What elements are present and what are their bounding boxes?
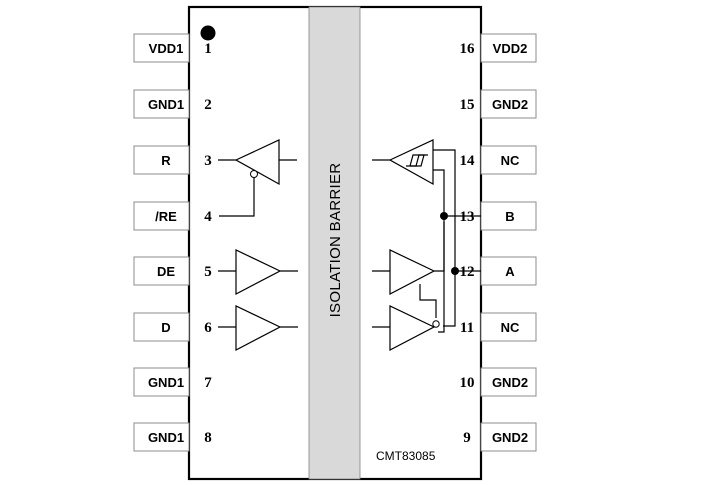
left-pin-7: GND1 7 <box>133 367 212 397</box>
pin-number: 7 <box>204 375 212 391</box>
pin-label: GND2 <box>492 97 528 112</box>
part-number: CMT83085 <box>376 449 436 463</box>
pin-box <box>133 312 190 342</box>
pin-box <box>133 145 190 175</box>
pin-number: 3 <box>204 153 212 169</box>
pin-box <box>480 33 537 63</box>
receiver-output-buffer <box>218 139 297 217</box>
right-pin-13: B 13 <box>460 201 537 231</box>
left-pin-8: GND1 8 <box>133 422 212 452</box>
barrier-label: ISOLATION BARRIER <box>327 163 344 318</box>
pin-box <box>480 201 537 231</box>
d-input-buffer <box>218 305 298 351</box>
pin-box <box>480 145 537 175</box>
pin-label: GND1 <box>148 430 184 445</box>
pin-label: A <box>505 264 515 279</box>
pin-number: 12 <box>460 264 475 280</box>
re-enable-bubble <box>250 170 258 178</box>
pin-number: 9 <box>463 430 471 446</box>
pin-number: 10 <box>460 375 475 391</box>
pin-label: D <box>161 320 170 335</box>
pin-label: R <box>161 153 171 168</box>
junction-b <box>440 212 448 220</box>
de-input-buffer <box>218 249 298 295</box>
left-pin-4: /RE 4 <box>133 201 212 231</box>
pin-label: GND2 <box>492 430 528 445</box>
schmitt-receiver <box>372 139 456 327</box>
pin-label: GND1 <box>148 97 184 112</box>
left-pin-5: DE 5 <box>133 256 212 286</box>
pin-number: 8 <box>204 430 212 446</box>
pin-box <box>133 201 190 231</box>
pin-number: 16 <box>460 41 476 57</box>
pin-number: 2 <box>204 97 212 113</box>
pin-number: 1 <box>204 41 212 57</box>
right-pin-14: NC 14 <box>460 145 537 175</box>
pin-box <box>480 89 537 119</box>
right-pin-11: NC 11 <box>460 312 537 342</box>
pin-box <box>480 312 537 342</box>
pin-box <box>133 89 190 119</box>
pin-label: DE <box>157 264 175 279</box>
pin1-marker <box>200 25 216 41</box>
pin-label: GND1 <box>148 375 184 390</box>
pin-number: 15 <box>460 97 475 113</box>
line-driver <box>372 216 445 351</box>
pin-number: 13 <box>460 209 475 225</box>
isolation-barrier <box>308 6 361 480</box>
pin-label: /RE <box>155 209 177 224</box>
pin-box <box>480 256 537 286</box>
driver-inverting-bubble <box>432 320 440 328</box>
pin-label: B <box>505 209 514 224</box>
right-pin-12: A 12 <box>460 256 537 286</box>
pin-label: VDD2 <box>493 41 528 56</box>
pin-box <box>133 422 190 452</box>
pin-box <box>480 422 537 452</box>
left-pin-2: GND1 2 <box>133 89 212 119</box>
right-pin-9: GND2 9 <box>463 422 537 452</box>
pin-label: GND2 <box>492 375 528 390</box>
pin-box <box>480 367 537 397</box>
pin-box <box>133 256 190 286</box>
right-pin-10: GND2 10 <box>460 367 537 397</box>
pin-number: 5 <box>204 264 212 280</box>
pin-box <box>133 33 190 63</box>
left-pin-1: VDD1 1 <box>133 33 212 63</box>
pin-label: NC <box>501 320 520 335</box>
pin-number: 6 <box>204 320 212 336</box>
pin-label: NC <box>501 153 520 168</box>
pin-box <box>133 367 190 397</box>
pin-number: 4 <box>204 209 212 225</box>
right-pin-15: GND2 15 <box>460 89 537 119</box>
pin-label: VDD1 <box>149 41 184 56</box>
junction-a <box>451 267 459 275</box>
right-pin-16: VDD2 16 <box>460 33 537 63</box>
pin-number: 11 <box>460 320 474 336</box>
pin-number: 14 <box>460 153 476 169</box>
